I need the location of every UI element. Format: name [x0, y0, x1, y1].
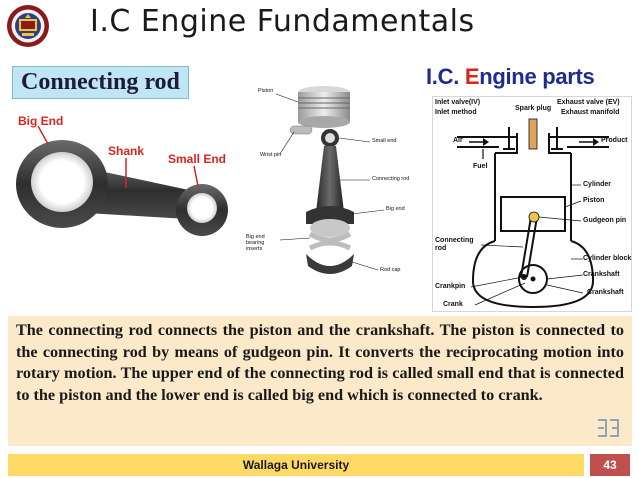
page-title: I.C Engine Fundamentals: [90, 4, 475, 39]
connecting-rod-label: Connecting rod: [435, 237, 474, 252]
spark-plug-label: Spark plug: [515, 105, 552, 112]
engine-title-rest: ngine parts: [479, 64, 595, 89]
exploded-piston-rod-illustration: [275, 86, 385, 274]
fuel-label: Fuel: [473, 163, 488, 170]
bearing-inserts-label: Big end bearing inserts: [246, 234, 265, 252]
piston-label: Piston: [258, 88, 274, 94]
wrist-pin-label: Wrist pin: [260, 152, 282, 158]
cylinder-block-label: Cylinder block: [583, 255, 632, 262]
engine-title-prefix: I.C.: [426, 64, 465, 89]
shank-label: Shank: [108, 144, 145, 158]
exploded-view-panel: Piston Wrist pin Small end Connecting ro…: [244, 82, 420, 282]
big-end-label: Big end: [386, 206, 405, 212]
engine-parts-title: I.C. Engine parts: [426, 64, 595, 90]
crankshaft-label-lower: Crankshaft: [587, 289, 624, 296]
rod-cap-label: Rod cap: [380, 267, 401, 273]
watermark-icon: [596, 418, 620, 438]
connecting-rod-label: Connecting rod: [372, 176, 410, 182]
crankshaft-label: Crankshaft: [583, 271, 620, 278]
footer-bar: Wallaga University: [8, 454, 584, 476]
piston-label: Piston: [583, 197, 605, 204]
university-seal-icon: [6, 4, 50, 48]
big-end-label: Big End: [18, 114, 64, 128]
inlet-valve-label: Inlet valve(IV): [435, 99, 481, 106]
exhaust-manifold-label: Exhaust manifold: [561, 109, 620, 116]
engine-cross-section: [457, 118, 609, 309]
small-end-label: Small end: [372, 138, 397, 144]
inlet-method-label: Inlet method: [435, 109, 477, 116]
connecting-rod-illustration: [16, 125, 228, 236]
university-name: Wallaga University: [242, 458, 350, 472]
small-end-label: Small End: [168, 152, 227, 166]
engine-title-highlight: E: [464, 64, 480, 89]
air-label: Air: [453, 137, 463, 144]
crank-label: Crank: [443, 301, 463, 308]
crankpin-label: Crankpin: [435, 283, 466, 290]
description-text: The connecting rod connects the piston a…: [8, 316, 632, 446]
exhaust-valve-label: Exhaust valve (EV): [557, 99, 620, 106]
connecting-rod-title: Connecting rod: [12, 66, 189, 99]
engine-parts-panel: I.C. Engine parts: [424, 62, 634, 314]
page-number: 43: [590, 454, 630, 476]
engine-diagram: Inlet valve(IV) Inlet method Spark plug …: [432, 96, 632, 312]
gudgeon-pin-label: Gudgeon pin: [583, 217, 627, 224]
product-label: Product: [601, 137, 628, 144]
cylinder-label: Cylinder: [583, 181, 612, 188]
connecting-rod-panel: Connecting rod Big End Shank Small End: [8, 62, 240, 258]
